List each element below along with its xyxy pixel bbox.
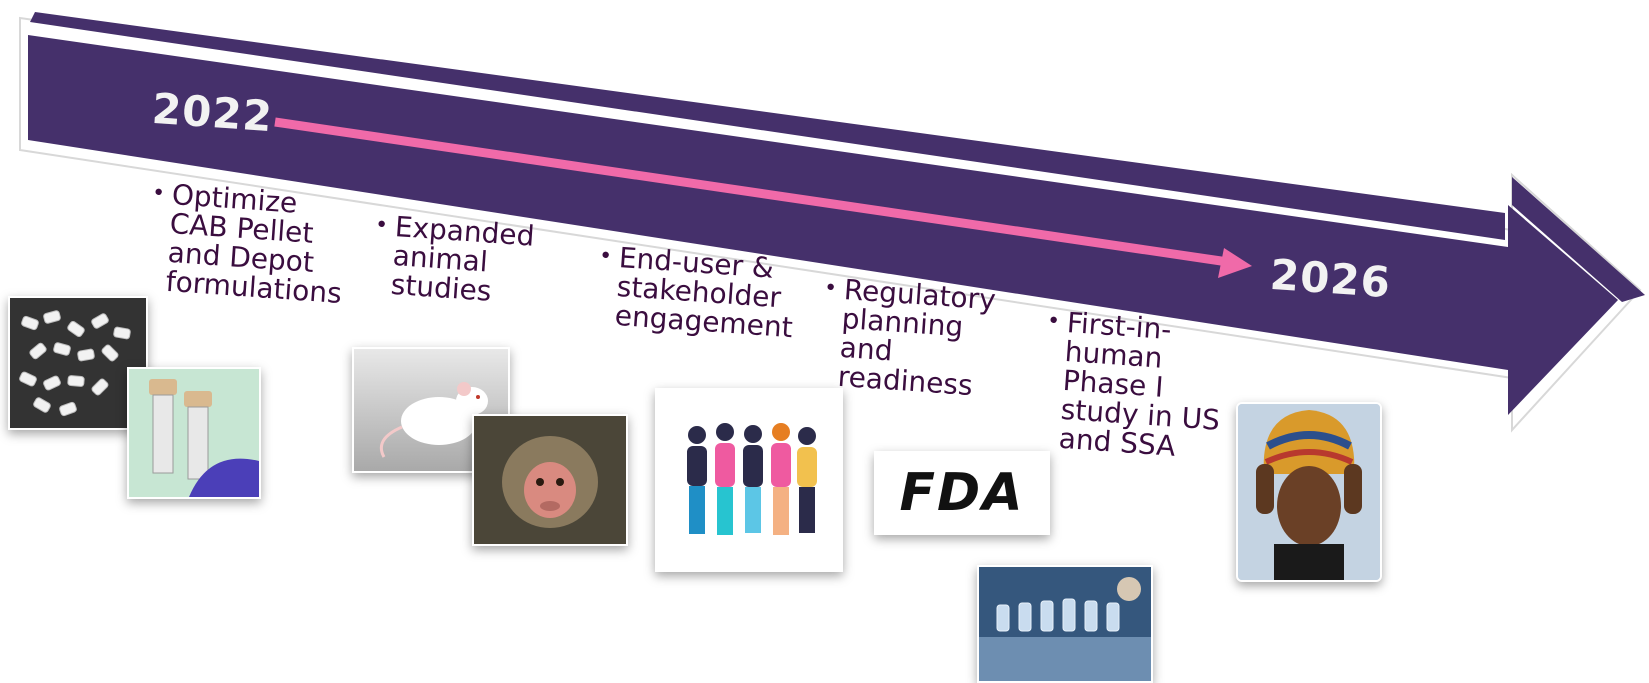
milestone-1: • Optimize CAB Pellet and Depot formulat…	[151, 178, 349, 310]
bullet-icon: •	[823, 275, 838, 302]
vials-icon	[979, 567, 1151, 681]
milestone-2: • Expanded animal studies	[374, 210, 535, 309]
pellets-icon	[10, 298, 146, 428]
milestone-3: • End-user & stakeholder engagement	[598, 241, 798, 344]
portrait-icon	[1238, 404, 1380, 580]
timeline-arrow-body	[28, 35, 1618, 415]
bullet-icon: •	[598, 243, 613, 270]
fda-logo-text: FDA	[899, 463, 1025, 523]
woman-headwrap-photo	[1236, 402, 1382, 582]
milestone-4: • Regulatory planning and readiness	[823, 273, 997, 402]
timeline-arrow-top-band	[30, 12, 1505, 240]
cab-pellets-photo	[8, 296, 148, 430]
progress-arrowhead	[1218, 248, 1252, 278]
fda-logo: FDA	[874, 451, 1050, 535]
people-icon	[657, 390, 841, 570]
bullet-icon: •	[1046, 308, 1061, 335]
vial-production-line-photo	[977, 565, 1153, 683]
timeline-arrow-head-back	[1512, 177, 1645, 302]
bullet-icon: •	[151, 180, 166, 207]
start-year-label: 2022	[150, 83, 275, 142]
milestone-5: • First-in- human Phase I study in US an…	[1046, 306, 1227, 464]
bullet-icon: •	[374, 212, 389, 239]
macaque-photo	[472, 414, 628, 546]
monkey-icon	[474, 416, 626, 544]
progress-line	[274, 117, 1229, 267]
people-group-illustration	[655, 388, 843, 572]
end-year-label: 2026	[1268, 249, 1393, 308]
test-tube-icon	[129, 369, 259, 497]
sample-tubes-photo	[127, 367, 261, 499]
